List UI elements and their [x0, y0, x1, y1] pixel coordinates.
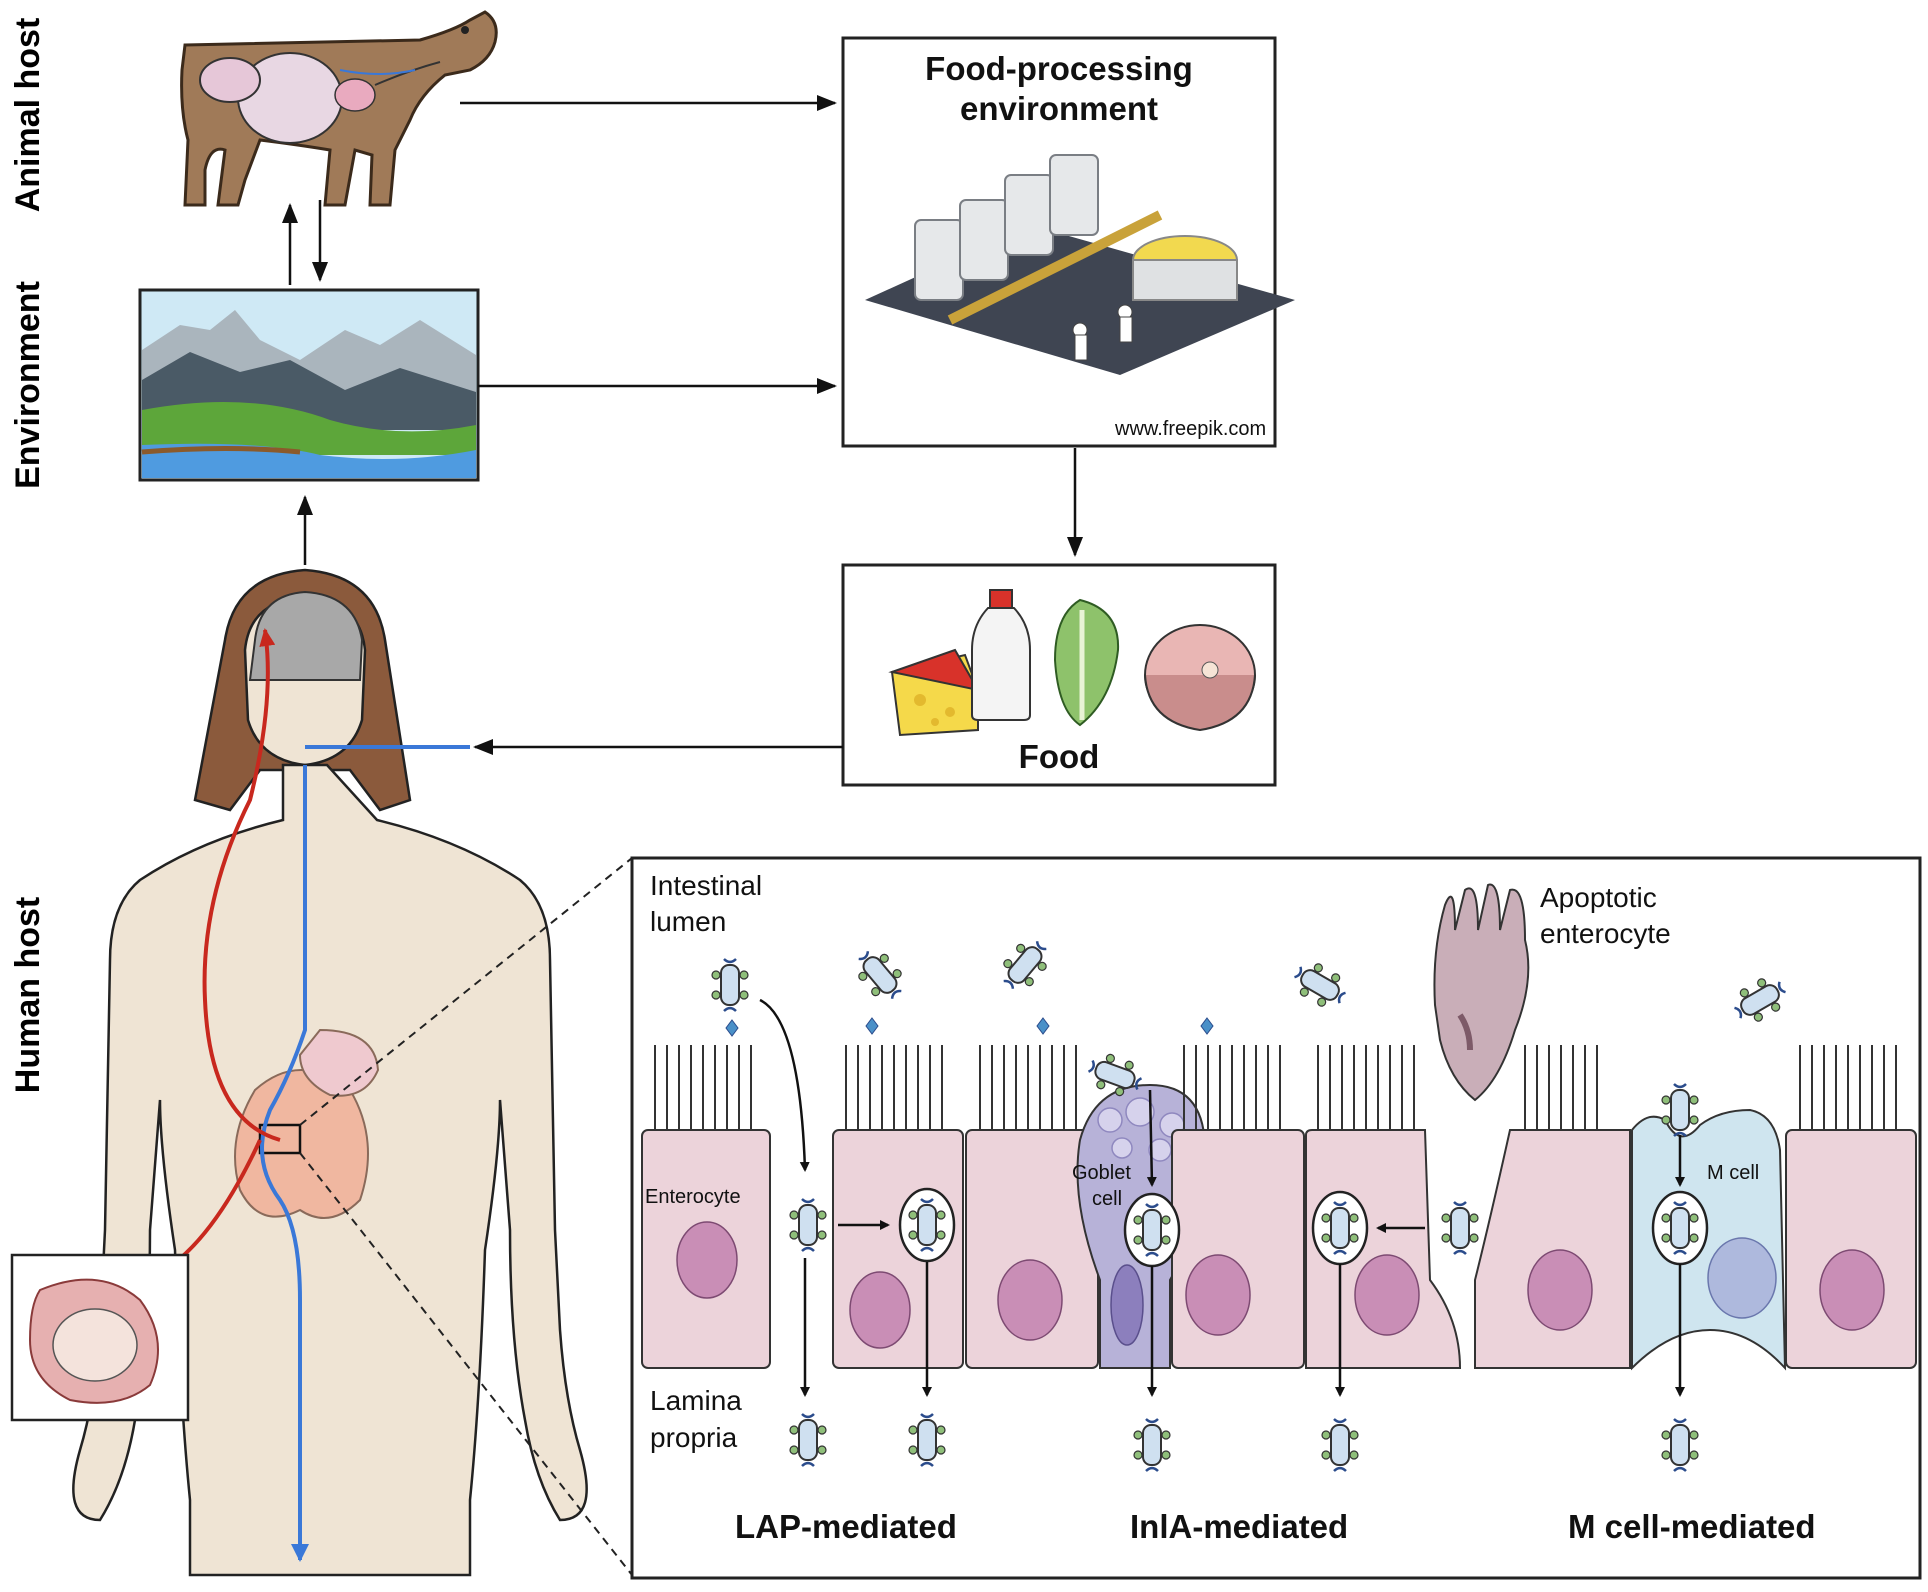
enterocyte-cell: [965, 1045, 1099, 1369]
side-label-human-host: Human host: [9, 896, 47, 1094]
side-label-environment: Environment: [9, 281, 47, 489]
zoom-line-bottom: [299, 1152, 633, 1576]
processing-title-line1: Food-processing: [925, 50, 1193, 87]
enterocyte-cell: [1474, 1045, 1631, 1369]
human-figure: [72, 568, 588, 1577]
enterocyte-label: Enterocyte: [645, 1186, 741, 1208]
enterocyte-cell: [1171, 1045, 1305, 1369]
bacterium-vesicle: [1313, 1192, 1367, 1264]
apoptotic-label-line1: Apoptotic: [1540, 882, 1657, 913]
milk-bottle-icon: [971, 589, 1031, 721]
goblet-label-line1: Goblet: [1072, 1162, 1131, 1184]
pathway-label-mcell: M cell-mediated: [1568, 1508, 1816, 1545]
apoptotic-enterocyte: [1433, 883, 1530, 1102]
landscape-illustration: [138, 288, 480, 482]
lamina-propria-label-line1: Lamina: [650, 1385, 742, 1416]
ham-icon: [1144, 624, 1256, 732]
intestinal-lumen-label-line2: lumen: [650, 906, 727, 937]
intestine-zoom-marker: [258, 1123, 302, 1155]
food-label: Food: [1018, 738, 1100, 775]
enterocyte-cell: [1785, 1045, 1917, 1369]
enterocyte-cell: [1305, 1045, 1462, 1369]
goblet-label-line2: cell: [1092, 1188, 1123, 1210]
enterocyte-cell: [641, 1045, 771, 1369]
bacterium-vesicle: [1653, 1192, 1707, 1264]
processing-title-line2: environment: [959, 90, 1159, 127]
freepik-credit: www.freepik.com: [1115, 418, 1267, 440]
gi-route-line: [260, 765, 309, 1562]
ecadherin-markers: [725, 1017, 1214, 1037]
translocation-arrows: [759, 998, 1685, 1397]
zoom-line-top: [299, 857, 633, 1126]
intestinal-lumen-label-line1: Intestinal: [650, 870, 763, 901]
brain-route-line: [202, 628, 281, 1142]
pregnancy-inset: [10, 1253, 190, 1422]
bacterium-vesicle: [900, 1189, 954, 1261]
pathway-label-lap: LAP-mediated: [735, 1508, 957, 1545]
apoptotic-label-line2: enterocyte: [1540, 918, 1671, 949]
lettuce-icon: [1053, 598, 1120, 727]
bacterium-vesicle: [1125, 1194, 1179, 1266]
cow-illustration: [180, 10, 498, 207]
pathway-label-inla: InlA-mediated: [1130, 1508, 1349, 1545]
factory-illustration: [865, 154, 1295, 375]
m-cell-label: M cell: [1707, 1162, 1760, 1184]
lamina-propria-label-line2: propria: [650, 1422, 738, 1453]
cheese-icon: [888, 648, 980, 737]
